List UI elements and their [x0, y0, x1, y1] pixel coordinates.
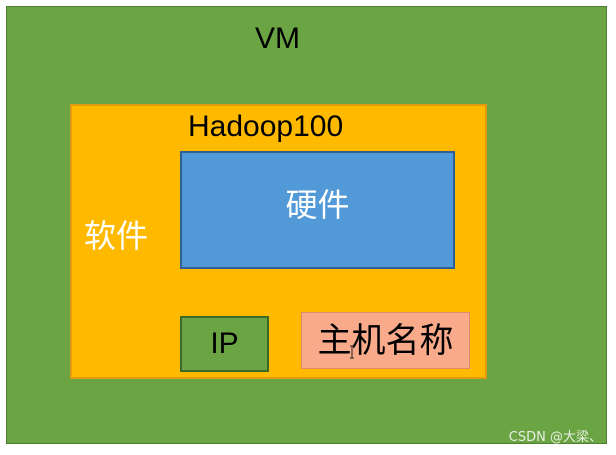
text-cursor-icon [350, 345, 354, 359]
vm-label: VM [255, 22, 300, 55]
hadoop-label: Hadoop100 [188, 110, 344, 143]
hostname-box: 主机名称 [301, 312, 470, 369]
hardware-label: 硬件 [285, 187, 350, 223]
hardware-box: 硬件 [180, 151, 455, 269]
hostname-label: 主机名称 [317, 321, 454, 360]
ip-box: IP [180, 316, 269, 372]
csdn-watermark: CSDN @大梁、 [508, 430, 602, 445]
ip-label: IP [210, 327, 239, 360]
software-label: 软件 [84, 218, 149, 254]
